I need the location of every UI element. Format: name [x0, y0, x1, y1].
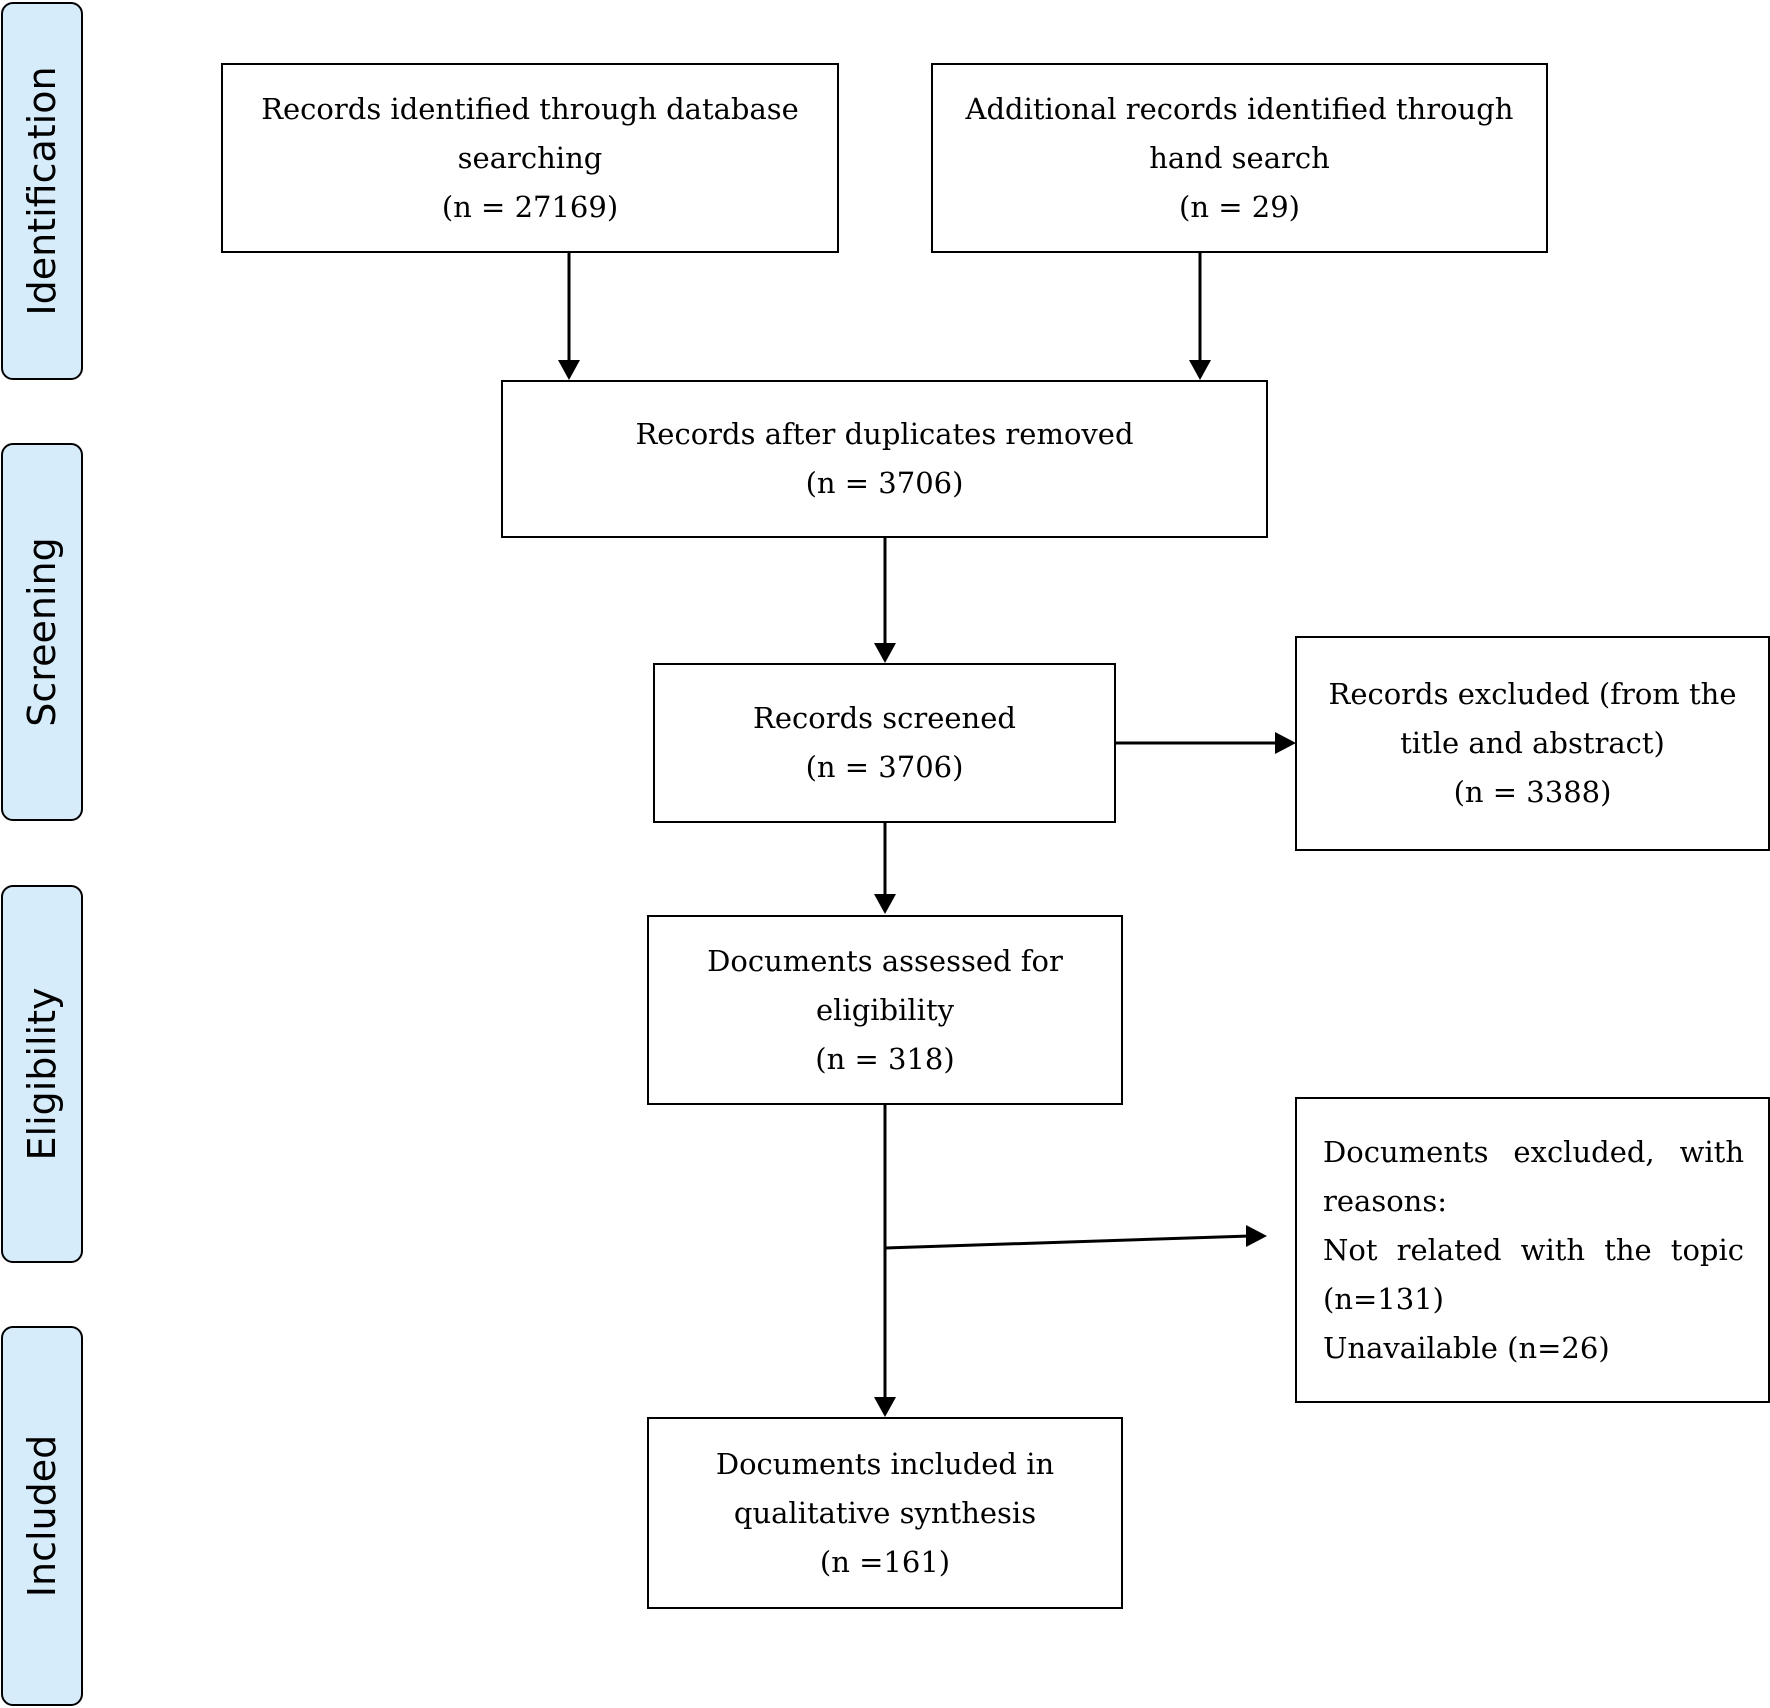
box-documents-excluded-reasons: Documents excluded, with reasons: Not re…: [1295, 1097, 1770, 1403]
box-documents-assessed: Documents assessed for eligibility (n = …: [647, 915, 1123, 1105]
phase-screening: Screening: [1, 443, 83, 821]
box-text: hand search: [1149, 140, 1330, 175]
box-documents-included: Documents included in qualitative synthe…: [647, 1417, 1123, 1609]
box-records-excluded: Records excluded (from the title and abs…: [1295, 636, 1770, 851]
arrowhead: [1189, 360, 1211, 380]
phase-eligibility: Eligibility: [1, 885, 83, 1263]
box-text: Records screened: [753, 701, 1016, 735]
box-text: reasons:: [1323, 1183, 1447, 1218]
box-text: (n=131): [1323, 1281, 1444, 1316]
box-count: (n =161): [819, 1544, 951, 1579]
box-duplicates-removed: Records after duplicates removed (n = 37…: [501, 380, 1268, 538]
box-text: Not related with the topic: [1323, 1232, 1744, 1267]
box-text: Unavailable (n=26): [1323, 1330, 1610, 1365]
box-text: Additional records identified through: [965, 91, 1514, 126]
arrowhead: [874, 894, 896, 914]
box-text: Records excluded (from the: [1328, 677, 1737, 711]
box-count: (n = 318): [815, 1041, 955, 1076]
box-text: Records after duplicates removed: [635, 417, 1134, 451]
phase-identification: Identification: [1, 2, 83, 380]
box-text: Documents assessed for: [707, 943, 1063, 978]
arrowhead: [1246, 1225, 1267, 1247]
box-text: qualitative synthesis: [733, 1495, 1037, 1530]
arrowhead: [1275, 732, 1296, 754]
box-count: (n = 3706): [805, 750, 964, 784]
box-count: (n = 27169): [441, 189, 619, 224]
box-text: title and abstract): [1400, 726, 1665, 760]
phase-included: Included: [1, 1326, 83, 1706]
box-records-screened: Records screened (n = 3706): [653, 663, 1116, 823]
box-text: Documents included in: [715, 1446, 1055, 1481]
box-text: Documents excluded, with: [1323, 1134, 1744, 1169]
arrow-to-excluded-reasons: [884, 1234, 1251, 1250]
box-text: Records identified through database: [261, 91, 799, 126]
box-count: (n = 29): [1179, 189, 1300, 224]
arrowhead: [874, 643, 896, 663]
box-database-records: Records identified through database sear…: [221, 63, 839, 253]
box-text: eligibility: [816, 992, 954, 1027]
box-count: (n = 3388): [1453, 775, 1612, 809]
box-count: (n = 3706): [805, 466, 964, 500]
arrowhead: [558, 360, 580, 380]
box-hand-search-records: Additional records identified through ha…: [931, 63, 1548, 253]
box-text: searching: [457, 140, 603, 175]
arrowhead: [874, 1397, 896, 1417]
